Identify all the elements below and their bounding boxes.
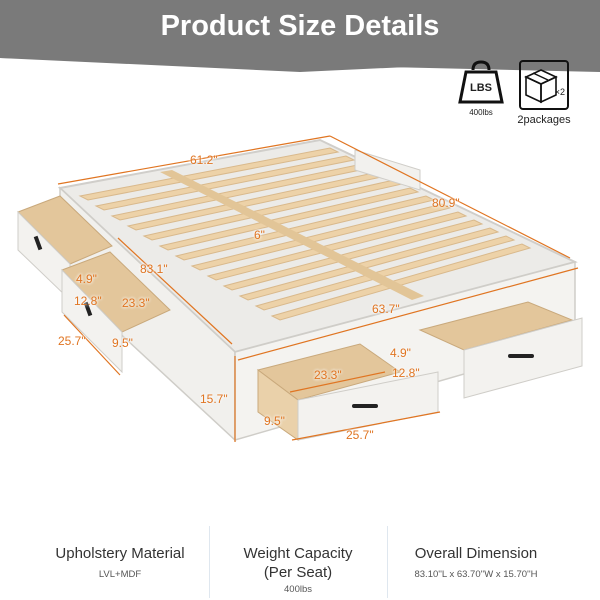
spec-weight: Weight Capacity (Per Seat) 400lbs bbox=[208, 544, 388, 595]
weight-caption: 400lbs bbox=[469, 108, 493, 117]
dim-drawer-front-width: 12.8" bbox=[392, 366, 420, 380]
dim-drawer-left-outer: 25.7" bbox=[58, 334, 86, 348]
banner-notch bbox=[0, 58, 600, 72]
dim-height: 15.7" bbox=[200, 392, 228, 406]
spec-dimension: Overall Dimension 83.10''L x 63.70''W x … bbox=[374, 544, 578, 580]
dim-slat-gap: 6" bbox=[254, 228, 265, 242]
spec-material: Upholstery Material LVL+MDF bbox=[30, 544, 210, 580]
dim-width: 61.2" bbox=[190, 153, 218, 167]
package-frame: ×2 bbox=[519, 60, 569, 110]
weight-badge: LBS 400lbs bbox=[458, 60, 504, 117]
package-badge: ×2 2packages bbox=[512, 60, 576, 126]
drawer-left-2 bbox=[61, 251, 171, 374]
dim-drawer-front-length: 23.3" bbox=[314, 368, 342, 382]
dim-drawer-front-outer: 25.7" bbox=[346, 428, 374, 442]
spec-divider-2 bbox=[387, 526, 388, 598]
spec-dimension-value: 83.10''L x 63.70''W x 15.70''H bbox=[414, 569, 538, 580]
drawer-front-1 bbox=[256, 343, 439, 441]
dim-drawer-left-width: 12.8" bbox=[74, 294, 102, 308]
dim-length: 80.9" bbox=[432, 196, 460, 210]
header-banner: Product Size Details bbox=[0, 0, 600, 58]
package-count: ×2 bbox=[554, 87, 565, 97]
spec-weight-value: 400lbs bbox=[284, 584, 312, 595]
spec-divider-1 bbox=[209, 526, 210, 598]
dim-drawer-left-depth: 4.9" bbox=[76, 272, 97, 286]
page-title: Product Size Details bbox=[160, 10, 440, 42]
center-rail bbox=[160, 170, 424, 300]
dim-drawer-left-height: 9.5" bbox=[112, 336, 133, 350]
drawer-back-right bbox=[354, 149, 421, 191]
spec-weight-title: Weight Capacity (Per Seat) bbox=[243, 545, 353, 581]
weight-icon-text: LBS bbox=[470, 82, 492, 94]
dim-length-inner: 83.1" bbox=[140, 262, 168, 276]
weight-icon bbox=[458, 60, 504, 104]
dim-drawer-front-height: 9.5" bbox=[264, 414, 285, 428]
dim-width-inner: 63.7" bbox=[372, 302, 400, 316]
drawer-front-2 bbox=[418, 301, 583, 399]
dimension-lines bbox=[57, 135, 579, 442]
spec-material-title: Upholstery Material bbox=[55, 545, 185, 562]
box-icon bbox=[524, 69, 558, 104]
bed-illustration bbox=[17, 135, 583, 442]
spec-dimension-title: Overall Dimension bbox=[414, 545, 538, 562]
package-caption: 2packages bbox=[517, 114, 571, 126]
dim-drawer-left-length: 23.3" bbox=[122, 296, 150, 310]
dim-drawer-front-depth: 4.9" bbox=[390, 346, 411, 360]
spec-material-value: LVL+MDF bbox=[98, 569, 142, 580]
